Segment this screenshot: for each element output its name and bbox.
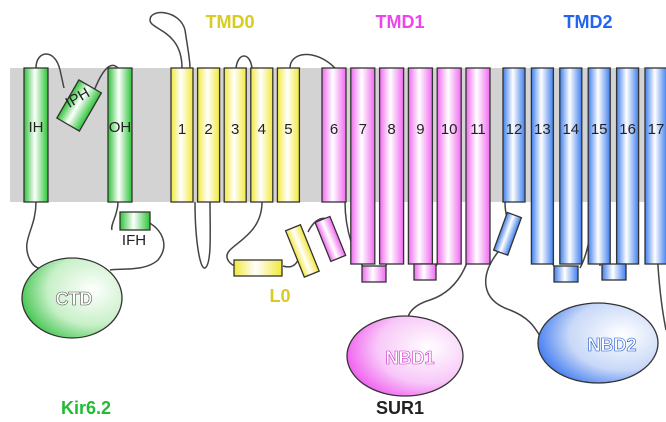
l0-helices <box>233 215 347 278</box>
tmd1-helix-11 <box>465 67 491 265</box>
tmd2-coupling-helix-a <box>553 265 579 283</box>
tmd1-helix-9 <box>407 67 434 265</box>
nbd2-domain <box>537 302 659 384</box>
tmd0-helix-2 <box>196 67 221 203</box>
tmd2-helix-label-13: 13 <box>534 121 551 138</box>
tmd2-helix-16 <box>615 67 640 265</box>
ifh-label: IFH <box>122 232 146 249</box>
tmd0-helix-5 <box>276 67 301 203</box>
tmd1-coupling-helix-b <box>413 263 437 281</box>
iph-helix <box>55 79 103 132</box>
tmd1-coupling-helix-a <box>361 265 387 283</box>
tmd0-title: TMD0 <box>206 12 255 32</box>
l0-helix-b <box>284 223 321 278</box>
tmd1-helix-label-7: 7 <box>359 121 367 138</box>
tmd1-helix-label-8: 8 <box>387 121 395 138</box>
tmd2-helix-label-17: 17 <box>648 121 665 138</box>
tmd1-helix-7 <box>350 67 376 265</box>
tmd0-helix-label-4: 4 <box>258 121 266 138</box>
oh-helix <box>107 67 133 203</box>
tmd0-helix-3 <box>223 67 247 203</box>
tmd2-lasso-helix <box>492 211 523 257</box>
ih-helix <box>23 67 49 203</box>
nbd2-label: NBD2 <box>587 335 636 355</box>
tmd0-helix-4 <box>250 67 274 203</box>
ctd-label: CTD <box>56 289 93 309</box>
nbd1-label: NBD1 <box>385 348 434 368</box>
tmd2-helix-15 <box>587 67 611 265</box>
tmd0-helix-label-3: 3 <box>231 121 239 138</box>
tmd0-helix-label-1: 1 <box>178 121 186 138</box>
tmd2-helix-14 <box>559 67 583 265</box>
l0-label: L0 <box>269 286 290 306</box>
tmd1-helix-10 <box>436 67 462 265</box>
nbd1-domain <box>346 315 464 397</box>
tmd0-helix-label-2: 2 <box>204 121 212 138</box>
tmd2-helix-label-15: 15 <box>591 121 608 138</box>
tmd1-helix-6 <box>321 67 347 203</box>
oh-label: OH <box>109 119 132 136</box>
kir-helices: IH OH IPH IFH <box>23 67 151 249</box>
tmd1-title: TMD1 <box>376 12 425 32</box>
tmd2-helix-12 <box>502 67 526 203</box>
tmd1-helix-label-11: 11 <box>470 121 486 138</box>
ctd-domain <box>21 257 123 339</box>
tmd2-helix-17 <box>644 67 666 265</box>
tmd1-helix-label-6: 6 <box>330 121 338 138</box>
tmd2-title: TMD2 <box>564 12 613 32</box>
tmd1-lasso-helix <box>314 215 347 263</box>
ih-label: IH <box>29 119 44 136</box>
tmd1-helix-8 <box>378 67 405 265</box>
tmd1-helix-label-9: 9 <box>416 121 424 138</box>
sur-title: SUR1 <box>376 398 424 418</box>
tmd0-helix-1 <box>170 67 194 203</box>
l0-helix-a <box>233 259 283 277</box>
ifh-helix <box>119 211 151 231</box>
tmd2-coupling-helix-b <box>601 263 627 281</box>
tmd2-helix-label-16: 16 <box>619 121 636 138</box>
tmd0-helix-label-5: 5 <box>284 121 292 138</box>
tmd2-helix-label-12: 12 <box>506 121 523 138</box>
coupling-helices <box>361 211 627 283</box>
kir-title: Kir6.2 <box>61 398 111 418</box>
tmd1-helix-label-10: 10 <box>441 121 458 138</box>
tmd2-helix-label-14: 14 <box>562 121 579 138</box>
tmd2-helix-13 <box>530 67 555 265</box>
